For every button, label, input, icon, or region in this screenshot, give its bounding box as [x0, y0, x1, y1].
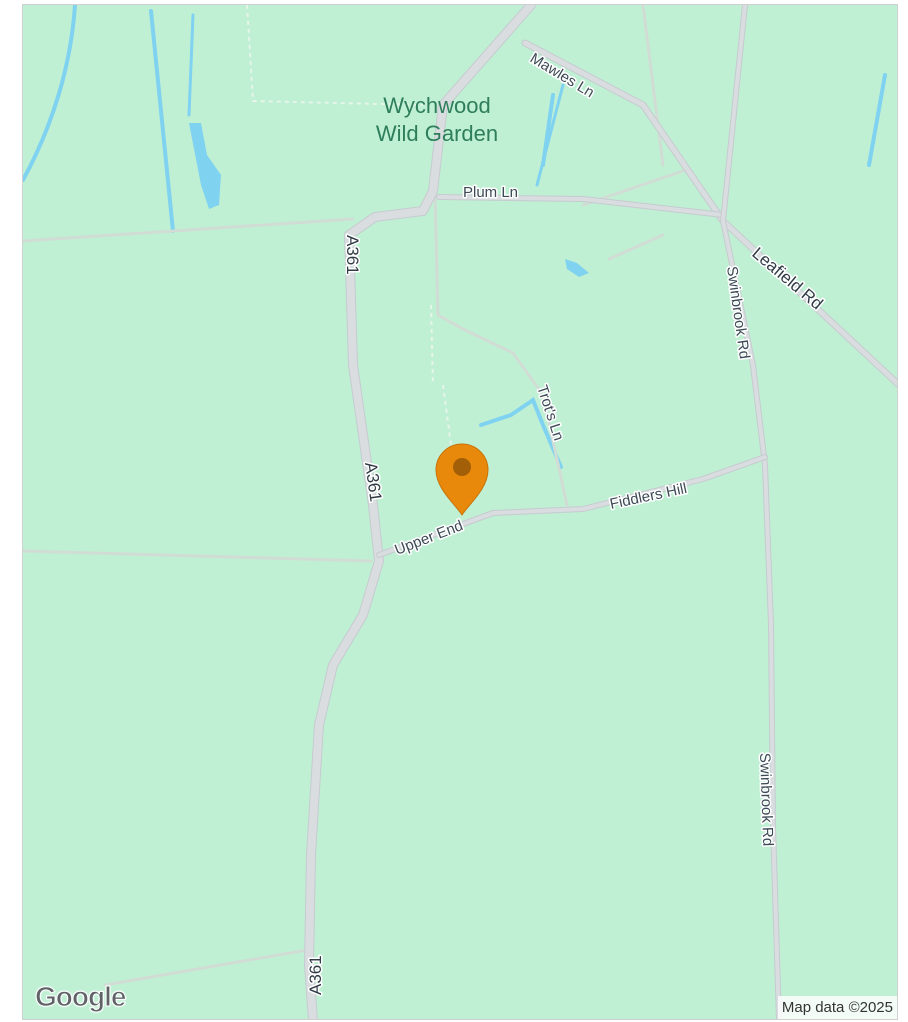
stream-north-2 — [535, 83, 565, 187]
pin-center-dot — [453, 458, 471, 476]
stream-trots — [479, 396, 563, 469]
footpaths — [246, 5, 452, 446]
map-attribution[interactable]: Map data ©2025 — [777, 996, 897, 1019]
stream-west — [23, 5, 77, 182]
road-label-swinbrook-rd-south: Swinbrook Rd — [756, 753, 776, 847]
stream-canal-2 — [187, 13, 195, 117]
pond — [565, 259, 589, 277]
road-label-plum-ln: Plum Ln — [463, 184, 518, 201]
google-logo: Google — [34, 981, 126, 1013]
stream-east — [867, 73, 887, 167]
lake — [189, 123, 221, 209]
road-label-a361-north: A361 — [343, 235, 362, 275]
stream-canal — [149, 9, 175, 233]
poi-label-line2[interactable]: Wild Garden — [376, 121, 498, 146]
map-canvas[interactable]: Wychwood Wild Garden Mawles Ln Plum Ln L… — [23, 5, 898, 1020]
map-view[interactable]: Wychwood Wild Garden Mawles Ln Plum Ln L… — [22, 4, 898, 1020]
road-label-a361-south: A361 — [306, 955, 325, 995]
location-pin-icon[interactable] — [435, 443, 489, 516]
water-features — [23, 5, 887, 469]
poi-label-line1[interactable]: Wychwood — [383, 93, 490, 118]
main-roads — [304, 5, 897, 1019]
